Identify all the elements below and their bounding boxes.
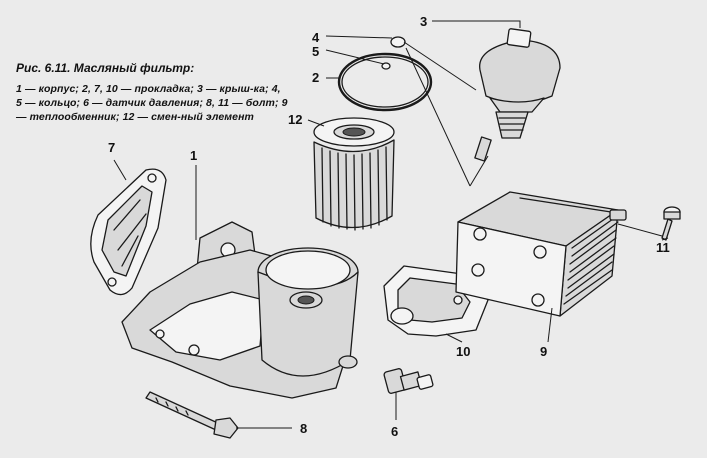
callout-2: 2 <box>312 70 319 85</box>
figure-caption: Рис. 6.11. Масляный фильтр: 1 — корпус; … <box>16 60 288 124</box>
leader-lines <box>113 20 669 429</box>
callout-9: 9 <box>540 344 547 359</box>
part-9-heat-exchanger <box>455 191 627 317</box>
callout-8: 8 <box>300 421 307 436</box>
callout-6: 6 <box>391 424 398 439</box>
part-3-cap <box>474 28 561 162</box>
callout-4: 4 <box>312 30 320 45</box>
callout-11: 11 <box>656 240 670 255</box>
part-12-filter-element <box>313 117 395 231</box>
part-6-pressure-sensor <box>383 368 434 394</box>
part-7-gasket <box>90 168 167 296</box>
callout-12: 12 <box>288 112 302 127</box>
caption-legend: 1 — корпус; 2, 7, 10 — прокладка; 3 — кр… <box>16 83 288 123</box>
callout-1: 1 <box>190 148 197 163</box>
part-2-o-ring-large <box>337 52 433 112</box>
part-8-bolt <box>145 391 239 439</box>
part-1-housing <box>121 221 359 399</box>
callout-10: 10 <box>456 344 470 359</box>
part-4-ring <box>390 36 406 48</box>
part-11-bolt <box>661 206 681 241</box>
caption-title: Рис. 6.11. Масляный фильтр: <box>16 61 195 75</box>
callout-5: 5 <box>312 44 319 59</box>
callout-7: 7 <box>108 140 115 155</box>
callout-3: 3 <box>420 14 427 29</box>
part-5-ring <box>381 62 391 70</box>
